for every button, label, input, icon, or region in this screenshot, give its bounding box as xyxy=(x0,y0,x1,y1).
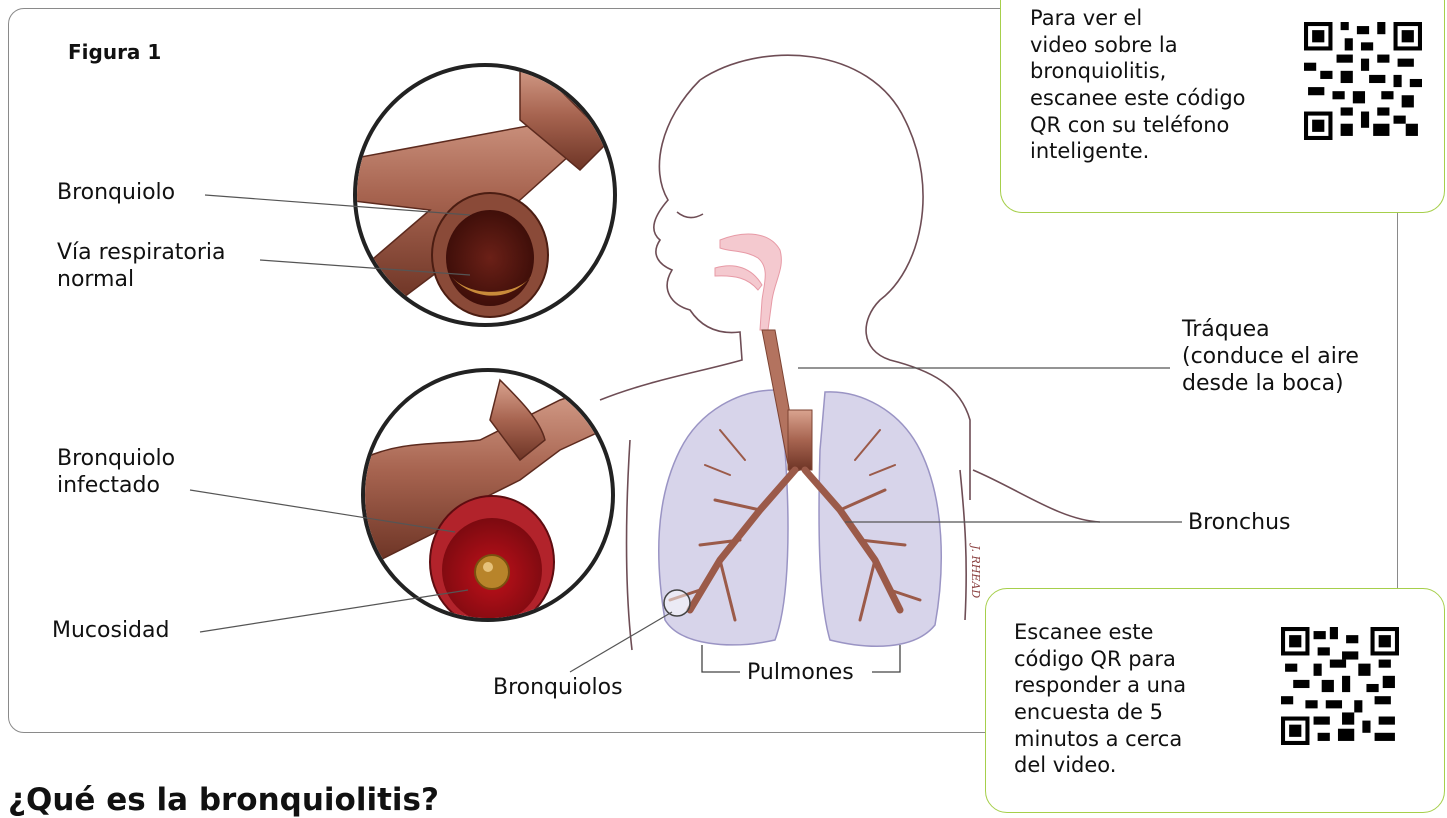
figure-title: Figura 1 xyxy=(68,40,161,64)
label-pulmones: Pulmones xyxy=(747,660,854,687)
label-bronquiolo: Bronquiolo xyxy=(57,180,175,207)
qr-code-survey[interactable] xyxy=(1281,627,1399,745)
label-bronchus: Bronchus xyxy=(1188,510,1291,537)
upper-airway xyxy=(715,234,781,330)
label-traquea: Tráquea (conduce el aire desde la boca) xyxy=(1182,317,1359,397)
label-mucosidad: Mucosidad xyxy=(52,618,169,645)
label-bronquiolo-infectado: Bronquiolo infectado xyxy=(57,446,175,500)
qr-survey-box: Escanee este código QR para responder a … xyxy=(985,588,1445,813)
infected-airway-magnified xyxy=(360,370,625,628)
section-heading: ¿Qué es la bronquiolitis? xyxy=(8,782,439,818)
qr-code-video[interactable] xyxy=(1304,22,1422,140)
qr-video-text: Para ver el video sobre la bronquiolitis… xyxy=(1030,5,1246,165)
label-via-respiratoria: Vía respiratoria normal xyxy=(57,240,226,294)
label-bronquiolos: Bronquiolos xyxy=(493,675,623,702)
artist-signature: J. RHEAD xyxy=(969,543,982,598)
pulmones-bracket-left xyxy=(702,645,740,672)
bronchioles-detail-circle xyxy=(664,590,690,616)
pulmones-bracket-right xyxy=(872,645,900,672)
qr-video-box: Para ver el video sobre la bronquiolitis… xyxy=(1000,0,1445,213)
qr-survey-text: Escanee este código QR para responder a … xyxy=(1014,619,1186,779)
normal-airway-magnified xyxy=(345,60,620,325)
eye-closed xyxy=(677,212,703,218)
